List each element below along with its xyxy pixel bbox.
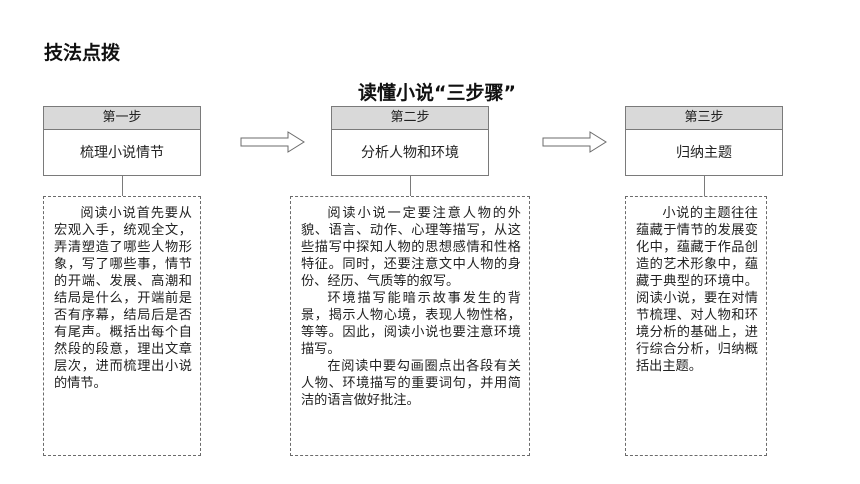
step-3-connector (704, 176, 705, 196)
right-arrow-icon (240, 131, 305, 153)
step-1-name: 梳理小说情节 (80, 145, 164, 161)
step-3-paragraph-1: 小说的主题往往蕴藏于情节的发展变化中，蕴藏于作品创造的艺术形象中，蕴藏于典型的环… (636, 206, 758, 374)
step-1-label: 第一步 (44, 107, 200, 130)
right-arrow-icon (542, 131, 607, 153)
step-1-box: 第一步 梳理小说情节 (43, 106, 201, 176)
step-3-name: 归纳主题 (676, 145, 732, 161)
section-title: 技法点拨 (44, 42, 121, 64)
step-2-paragraph-3: 在阅读中要勾画圈点出各段有关人物、环境描写的重要词句，并用简洁的语言做好批注。 (301, 359, 521, 408)
step-2-paragraph-1: 阅读小说一定要注意人物的外貌、语言、动作、心理等描写，从这些描写中探知人物的思想… (301, 206, 521, 289)
step-2-name: 分析人物和环境 (361, 145, 459, 161)
step-1-connector (122, 176, 123, 196)
main-title: 读懂小说“三步骤” (358, 82, 516, 104)
step-3-box: 第三步 归纳主题 (625, 106, 783, 176)
step-1-paragraph-1: 阅读小说首先要从宏观入手，统观全文，弄清塑造了哪些人物形象，写了哪些事，情节的开… (54, 206, 192, 391)
step-1-detail-box: 阅读小说首先要从宏观入手，统观全文，弄清塑造了哪些人物形象，写了哪些事，情节的开… (43, 196, 201, 456)
step-2-label: 第二步 (332, 107, 488, 130)
step-2-connector (410, 176, 411, 196)
step-3-detail-box: 小说的主题往往蕴藏于情节的发展变化中，蕴藏于作品创造的艺术形象中，蕴藏于典型的环… (625, 196, 767, 456)
step-3-label: 第三步 (626, 107, 782, 130)
step-2-paragraph-2: 环境描写能暗示故事发生的背景，揭示人物心境，表现人物性格，等等。因此，阅读小说也… (301, 291, 521, 357)
step-2-box: 第二步 分析人物和环境 (331, 106, 489, 176)
step-2-detail-box: 阅读小说一定要注意人物的外貌、语言、动作、心理等描写，从这些描写中探知人物的思想… (290, 196, 530, 456)
